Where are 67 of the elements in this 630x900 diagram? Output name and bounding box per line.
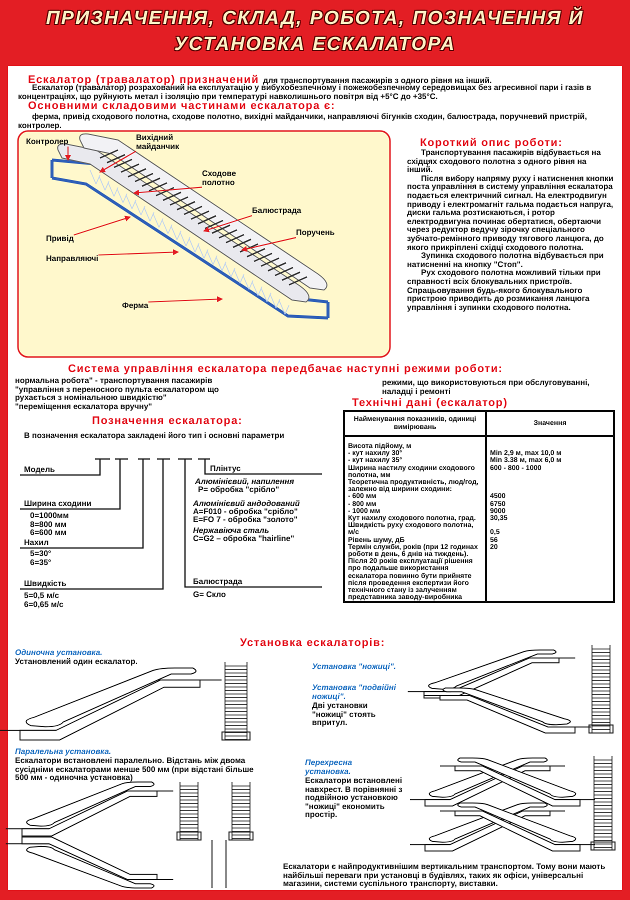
subsection-heading: Одиночна установка. <box>15 649 102 658</box>
description-text: Ескалатори є найпродуктивнішим вертикальним транспортом. Тому вони мають найбільші переваги при установці в будівлях, таких як офіси, універсальні магазини, системи суспільного транспорту, виставки. <box>283 863 606 889</box>
parameter-label: Нахил <box>24 539 49 548</box>
description-text: Ескалатори встановлені навхрест. В порівнянні з подвійною установкою "ножиці" економить простір. <box>305 777 404 820</box>
description-text: В позначення ескалатора закладені його тип і основні параметри <box>24 432 286 441</box>
description-text: Зупинка сходового полотна відбувається при натисненні на кнопку "Стоп". <box>407 252 605 269</box>
section-heading: Основними складовими частинами ескалатора є: <box>28 100 336 112</box>
callout-label: Ферма <box>122 302 148 311</box>
callout-label: Сходове полотно <box>202 170 252 188</box>
list-item: нормальна робота" - транспортування пасажирів <box>15 377 212 386</box>
callout-label: Поручень <box>296 229 335 238</box>
callout-label: Балюстрада <box>252 207 302 216</box>
description-text: Транспортування пасажирів відбувається на східцях сходового полотна з одного рівня на інший. <box>407 149 602 175</box>
parameter-label: Модель <box>24 466 55 475</box>
description-text: Установлений один ескалатор. <box>15 658 138 667</box>
list-item: "управління з переносного пульта ескалатором що рухається з номінальною швидкістю" <box>15 386 220 403</box>
list-item: P= обробка "срібло" <box>198 486 280 495</box>
section-heading: Технічні дані (ескалатор) <box>352 397 508 409</box>
parameter-label: Балюстрада <box>193 578 242 587</box>
list-item: Алюмінієвий андодований <box>193 500 300 508</box>
section-heading: Короткий опис роботи: <box>420 137 563 149</box>
list-item: Нержавіюча сталь <box>193 527 270 535</box>
description-text: Рух сходового полотна можливий тільки при справності всіх блокувальних пристроїв. Спрацьовування будь-якого блокувального пристрою приводить до розмикання ланцюга управління і зупинки сходового полотна. <box>407 269 602 312</box>
description-text: Після вибору напряму руху і натиснення кнопки поста управління в систему управління ескалатора подається електричний сигнал. На електродвигун приводу і електромагніт гальма подається напруга, диски гальма розтискаються, і ротор електродвигуна починає обертатися, обертаючи через редуктор ведучу зірочку спеціального зубчато-ремінного приводу тягового ланцюга, до якого прикріплені східці сходового полотна. <box>407 174 614 252</box>
section-heading: Ескалатор (травалатор) призначений <box>28 74 260 86</box>
callout-label: Вихідний майданчик <box>136 134 198 152</box>
leader-line <box>203 215 252 232</box>
subsection-heading: Установка "подвійні ножиці". <box>312 684 397 702</box>
subsection-heading: Перехресна установка. <box>305 759 354 776</box>
leader-line <box>74 216 131 236</box>
list-item: G= Скло <box>193 591 226 600</box>
parameter-label: Швидкість <box>24 580 66 589</box>
leader-line <box>148 296 223 303</box>
list-item: 5=30° <box>30 550 52 559</box>
list-item: 5=0,5 м/с <box>24 592 60 601</box>
list-item: C=G2 – обробка "hairline" <box>193 535 294 544</box>
list-item: A=F010 - обробка "срібло" <box>193 508 298 516</box>
leader-line <box>133 186 202 196</box>
leader-line <box>99 150 136 172</box>
description-text: режими, що використовуються при обслуговуванні, наладці і ремонті <box>382 379 591 396</box>
list-item: 0=1000мм <box>30 512 69 521</box>
list-item: "переміщення ескалатора вручну" <box>15 402 152 412</box>
list-item: 6=35° <box>30 558 52 568</box>
callout-label: Контролер <box>26 138 68 147</box>
callout-label: Направляючі <box>46 255 98 264</box>
leader-line <box>98 249 179 256</box>
description-text: Ескалатор (травалатор) розрахований на експлуатацію у вибухобезпечному і пожежобезпечному середовищах без агресивної пари і газів в концентраціях, що руйнують метал і ізоляцію при температурі навколишнього повітря від +5°С до +35°С. <box>18 84 592 101</box>
list-item: 6=0,65 м/с <box>24 600 64 610</box>
description-text: Дві установки "ножиці" стоять впритул. <box>312 702 377 728</box>
description-text: для транспортування пасажирів з одного рівня на інший. <box>263 77 492 85</box>
subsection-heading: Паралельна установка. <box>15 748 112 757</box>
callout-label: Привід <box>46 235 74 244</box>
parameter-label: Плінтус <box>210 465 241 474</box>
poster-title: ПРИЗНАЧЕННЯ, СКЛАД, РОБОТА, ПОЗНАЧЕННЯ Й УСТАНОВКА ЕСКАЛАТОРА <box>45 6 585 57</box>
list-item: Алюмінієвий, напилення <box>195 478 294 486</box>
section-heading: Позначення ескалатора: <box>92 415 243 427</box>
list-item: 6=600 мм <box>30 529 67 538</box>
section-heading: Установка ескалаторів: <box>240 637 386 649</box>
list-item: 8=800 мм <box>30 520 67 529</box>
subsection-heading: Установка "ножиці". <box>312 663 396 672</box>
list-item: E=FO 7 - обробка "золото" <box>193 516 298 525</box>
description-text: ферма, привід сходового полотна, сходове полотно, вихідні майданчики, направляючі бігунків сходин, балюстрада, поручневий пристрій, контролер. <box>18 113 588 130</box>
leader-line <box>241 237 296 252</box>
section-heading: Система управління ескалатора передбачає наступні режими роботи: <box>68 363 503 375</box>
leader-line <box>65 146 71 161</box>
parameter-label: Ширина сходини <box>24 500 92 509</box>
description-text: Ескалатори встановлені паралельно. Відстань між двома сусідніми ескалаторами менше 500 мм (при відстані більше 500 мм - одиночна установка) <box>15 757 255 783</box>
